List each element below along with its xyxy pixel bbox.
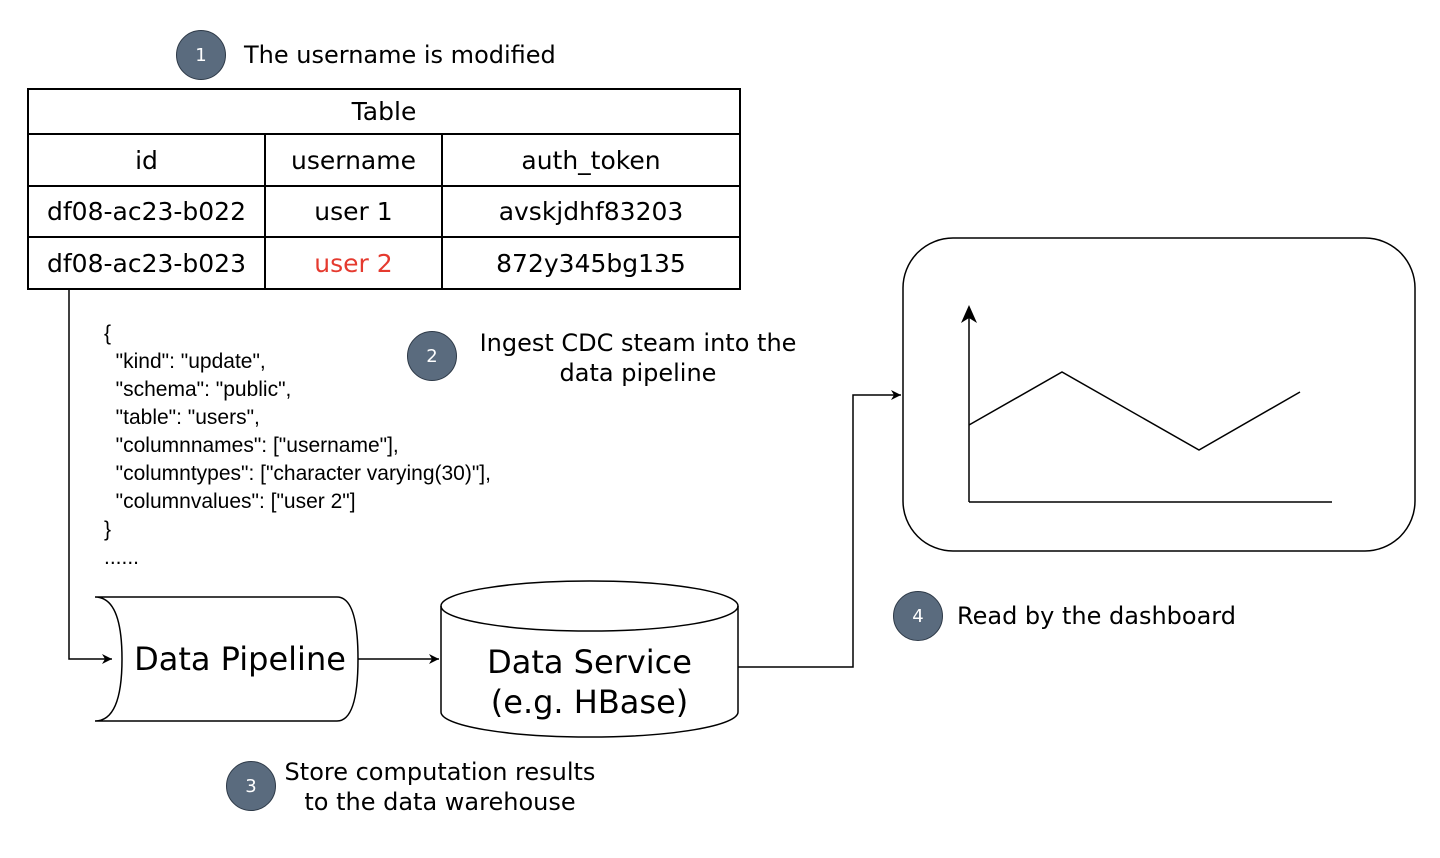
cell-auth-token: 872y345bg135 <box>441 236 741 290</box>
json-line: { <box>104 322 112 345</box>
json-line: "table": "users", <box>104 406 260 429</box>
table-header-row: id username auth_token <box>27 133 741 187</box>
step-3-badge: 3 <box>226 761 276 811</box>
column-header-username: username <box>264 133 443 187</box>
data-service-label-line-2: (e.g. HBase) <box>490 683 689 721</box>
json-line: } <box>104 518 112 541</box>
table-title-row: Table <box>27 88 741 135</box>
cell-id: df08-ac23-b023 <box>27 236 266 290</box>
line-chart-icon <box>961 305 1332 503</box>
data-pipeline-label: Data Pipeline <box>134 640 346 678</box>
json-line: "columnnames": ["username"], <box>104 434 399 457</box>
data-service-label-line-1: Data Service <box>487 643 692 681</box>
json-line: "kind": "update", <box>104 350 266 373</box>
data-service-label: Data Service (e.g. HBase) <box>441 642 738 722</box>
table-title: Table <box>27 88 741 135</box>
cdc-event-json: { "kind": "update", "schema": "public", … <box>104 320 491 572</box>
step-2-caption: Ingest CDC steam into the data pipeline <box>470 328 806 388</box>
cell-username: user 1 <box>264 185 443 238</box>
cell-username-modified: user 2 <box>264 236 443 290</box>
data-service-rim <box>440 605 739 632</box>
step-4-caption: Read by the dashboard <box>957 602 1236 630</box>
dashboard-frame <box>902 237 1416 552</box>
step-3-caption: Store computation results to the data wa… <box>280 757 600 817</box>
table-row: df08-ac23-b022 user 1 avskjdhf83203 <box>27 185 741 238</box>
json-line: "columntypes": ["character varying(30)"]… <box>104 462 491 485</box>
step-4-badge: 4 <box>893 591 943 641</box>
service-to-dashboard-connector <box>738 390 901 668</box>
step-1-badge: 1 <box>176 30 226 80</box>
data-service-shape <box>440 580 739 738</box>
step-2-caption-line-1: Ingest CDC steam into the <box>479 329 797 357</box>
step-3-caption-line-2: to the data warehouse <box>304 788 576 816</box>
column-header-id: id <box>27 133 266 187</box>
column-header-auth-token: auth_token <box>441 133 741 187</box>
cell-id: df08-ac23-b022 <box>27 185 266 238</box>
data-pipeline-shape <box>94 596 359 722</box>
json-line: ...... <box>104 546 140 569</box>
users-table: Table id username auth_token df08-ac23-b… <box>27 88 741 290</box>
cell-auth-token: avskjdhf83203 <box>441 185 741 238</box>
table-to-pipeline-connector <box>68 290 112 664</box>
table-row: df08-ac23-b023 user 2 872y345bg135 <box>27 236 741 290</box>
step-1-caption: The username is modified <box>244 41 556 69</box>
step-3-caption-line-1: Store computation results <box>284 758 596 786</box>
json-line: "schema": "public", <box>104 378 292 401</box>
step-2-caption-line-2: data pipeline <box>559 359 717 387</box>
step-2-badge: 2 <box>407 331 457 381</box>
json-line: "columnvalues": ["user 2"] <box>104 490 356 513</box>
